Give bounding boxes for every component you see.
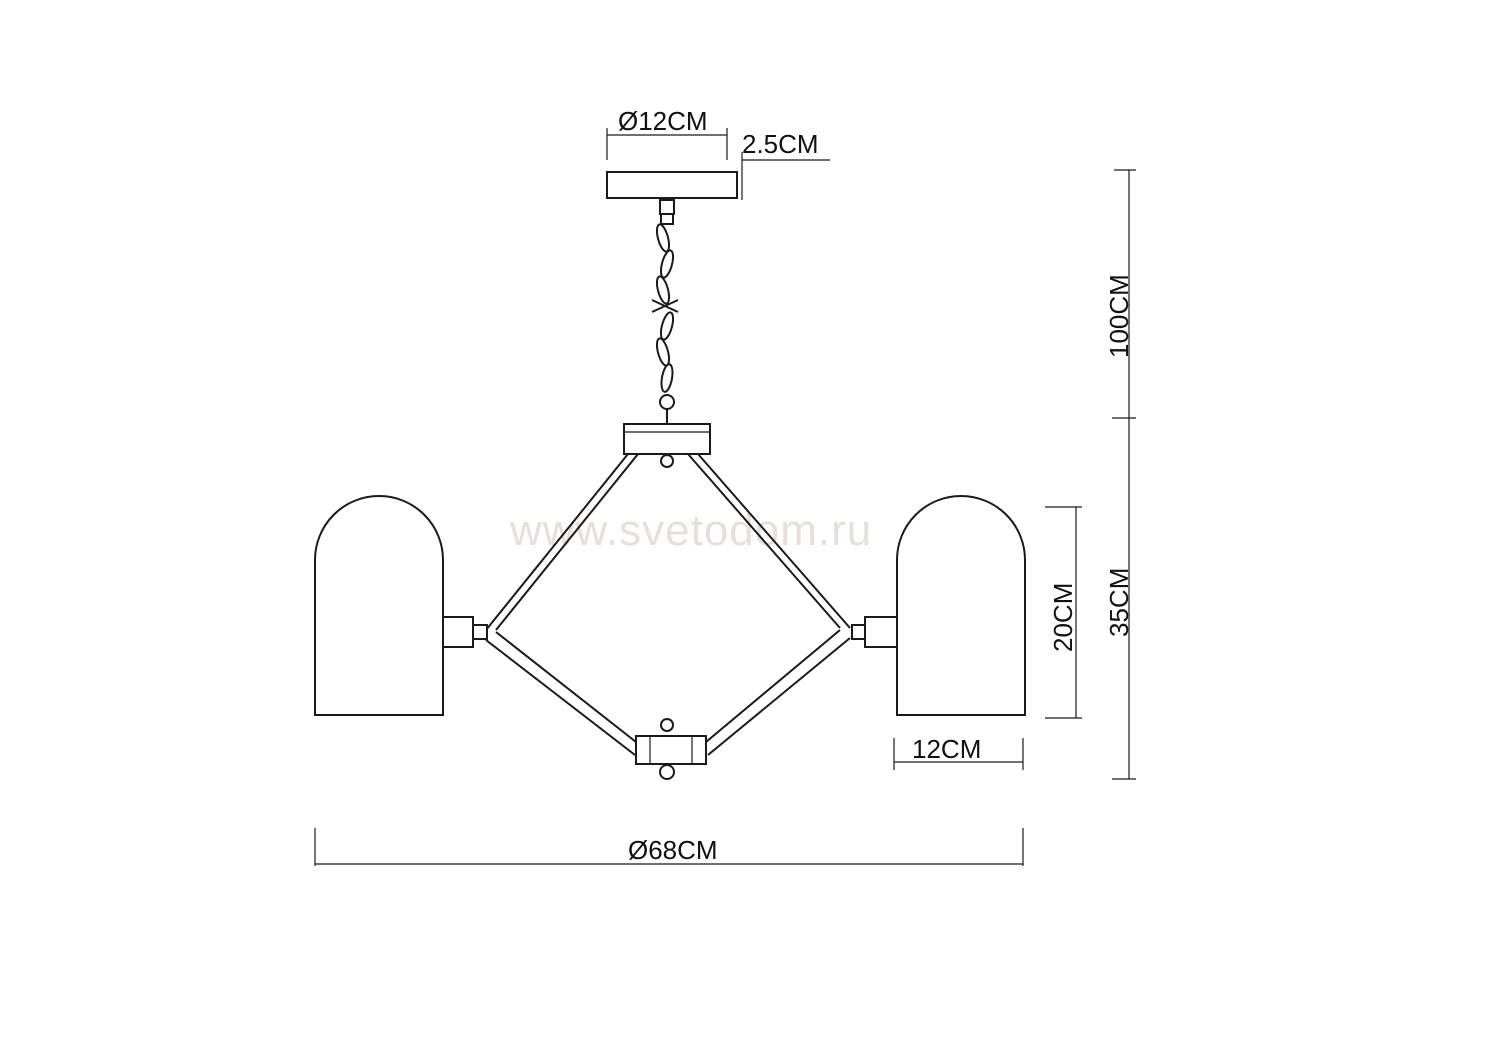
canopy-height-label: 2.5CM [742, 129, 819, 159]
top-hub [623, 423, 711, 468]
ceiling-canopy [606, 171, 738, 199]
body-height-label: 35CM [1104, 568, 1134, 637]
canopy-height-dimension: 2.5CM [741, 129, 830, 200]
canopy-diameter-label: Ø12CM [618, 106, 708, 136]
overall-diameter-dimension: Ø68CM [314, 828, 1024, 866]
shade-width-label: 12CM [912, 734, 981, 764]
chain-length-label: 100CM [1104, 274, 1134, 358]
right-lamp-shade [851, 495, 1026, 716]
bottom-hub [635, 718, 707, 780]
chain-length-dimension: 100CM [1104, 169, 1136, 418]
shade-width-dimension: 12CM [893, 734, 1024, 770]
shade-height-label: 20CM [1048, 583, 1078, 652]
overall-diameter-label: Ø68CM [628, 835, 718, 865]
canopy-diameter-dimension: Ø12CM [606, 106, 728, 160]
left-lamp-shade [314, 495, 488, 716]
hanging-chain [651, 199, 679, 424]
shade-height-dimension: 20CM [1045, 506, 1082, 719]
watermark: www.svetodom.ru [509, 506, 872, 555]
body-height-dimension: 35CM [1104, 417, 1136, 780]
diamond-frame [485, 453, 851, 756]
